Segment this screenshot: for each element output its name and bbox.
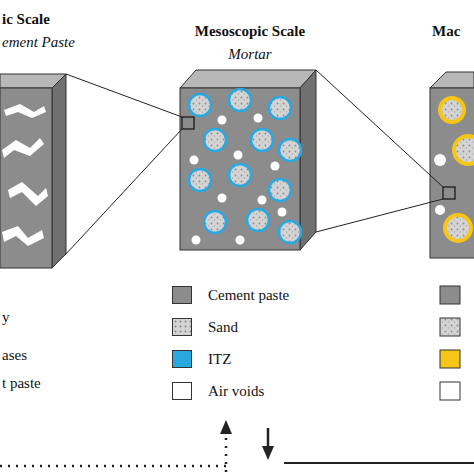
scale-block: ic Scaleement Paste [0,88,52,268]
text-fragment: y [2,308,10,326]
legend-label: Air voids [208,382,264,400]
legend-label: ITZ [208,350,231,368]
scale-heading: ic Scale [2,10,50,28]
text-fragment: t paste [2,374,41,392]
legend-label: Sand [208,318,238,336]
zoom-line [66,74,182,254]
scale-heading: Mesoscopic Scale [130,22,370,40]
scale-block: Mesoscopic ScaleMortar [180,88,300,250]
legend-swatch [172,350,192,368]
scale-arrows [0,420,474,472]
material-name: ement Paste [2,33,75,51]
legend-swatch [172,382,192,400]
legend-label: Cement paste [208,286,289,304]
scale-heading: Mac [432,22,460,40]
material-name: Mortar [130,45,370,63]
legend-swatches [440,286,460,400]
legend-swatch [172,318,192,336]
zoom-line [316,70,443,232]
cement-paste-cube [0,74,66,268]
concrete-cube [430,72,474,258]
legend-swatch [172,286,192,304]
mortar-cube [180,70,316,250]
scale-block: Mac [430,88,474,258]
text-fragment: ases [2,346,27,364]
